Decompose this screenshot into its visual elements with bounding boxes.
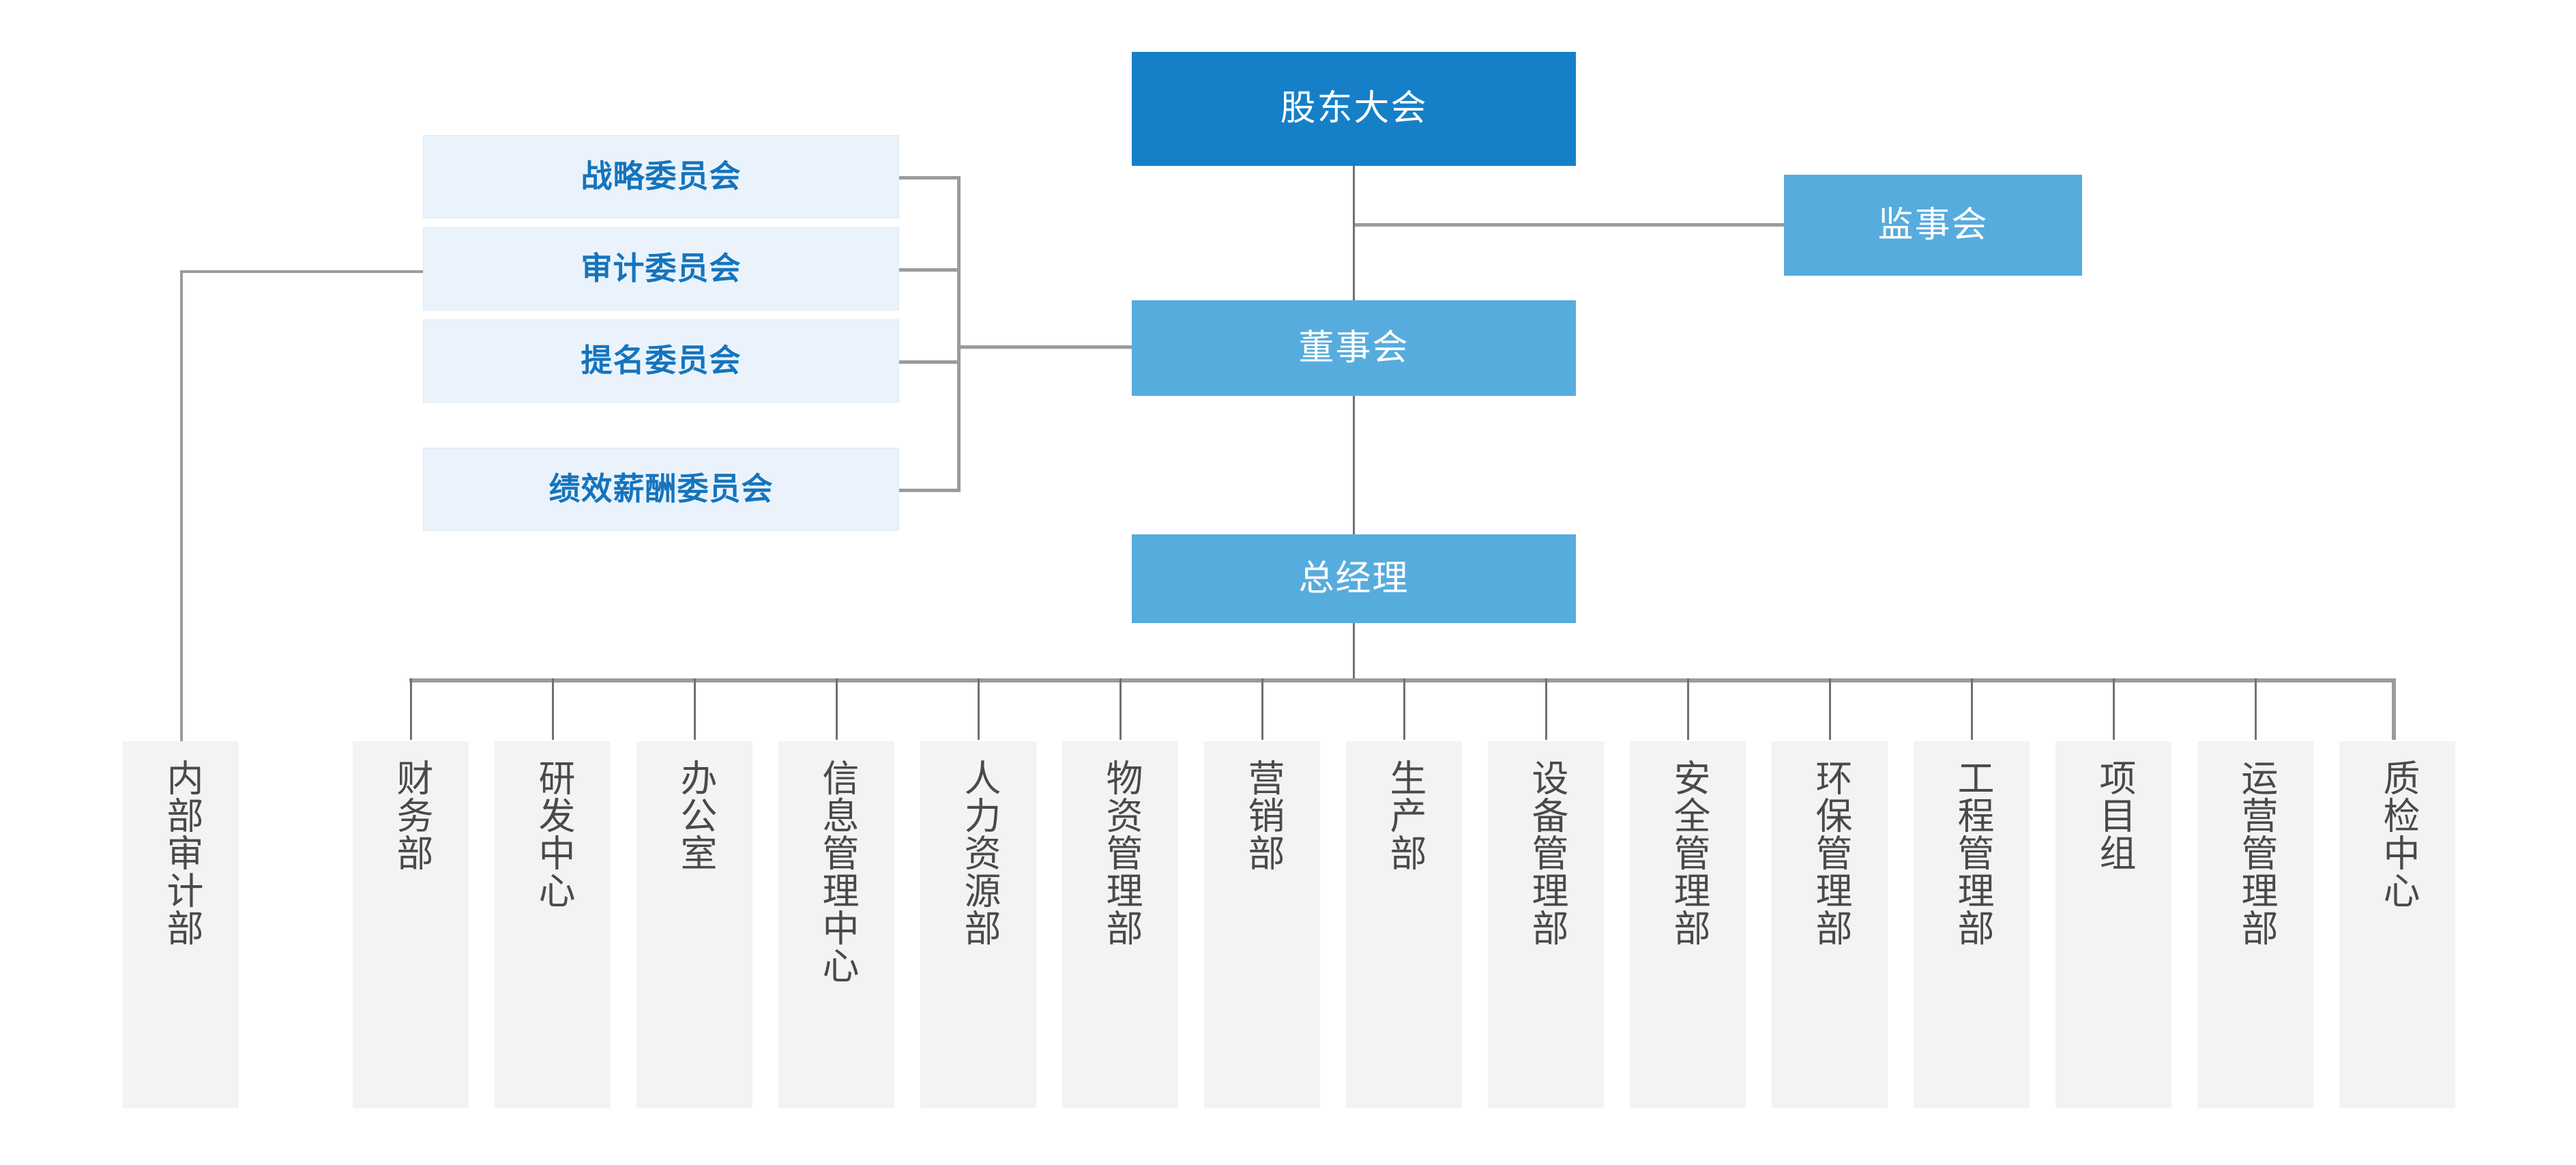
- node-general-manager[interactable]: 总经理: [1132, 534, 1576, 623]
- connector-dept-drop-15: [2392, 678, 2396, 740]
- node-department-15[interactable]: 质检中心: [2339, 741, 2455, 1108]
- connector-committee-stub-3: [899, 360, 961, 364]
- node-label: 项目组: [2093, 759, 2135, 872]
- node-department-2[interactable]: 研发中心: [495, 741, 611, 1108]
- connector-dept-drop-11: [1829, 678, 1831, 740]
- node-department-12[interactable]: 工程管理部: [1914, 741, 2030, 1108]
- node-shareholders-meeting[interactable]: 股东大会: [1132, 52, 1576, 166]
- connector-dept-drop-3: [694, 678, 696, 740]
- node-committee-compensation[interactable]: 绩效薪酬委员会: [423, 448, 899, 531]
- node-department-7[interactable]: 营销部: [1204, 741, 1320, 1108]
- node-label: 财务部: [390, 759, 432, 872]
- connector-department-bus: [409, 678, 2396, 682]
- node-label: 内部审计部: [160, 759, 202, 947]
- node-department-10[interactable]: 安全管理部: [1630, 741, 1746, 1108]
- node-department-11[interactable]: 环保管理部: [1772, 741, 1888, 1108]
- connector-dept-drop-7: [1261, 678, 1263, 740]
- node-label: 设备管理部: [1525, 759, 1567, 947]
- node-department-internal-audit[interactable]: 内部审计部: [123, 741, 239, 1108]
- node-committee-audit[interactable]: 审计委员会: [423, 227, 899, 311]
- node-department-8[interactable]: 生产部: [1346, 741, 1462, 1108]
- node-label: 运营管理部: [2235, 759, 2277, 947]
- connector-dept-drop-10: [1687, 678, 1689, 740]
- connector-supervisors-horizontal: [1353, 223, 1785, 227]
- node-board-of-supervisors[interactable]: 监事会: [1784, 175, 2082, 276]
- node-department-1[interactable]: 财务部: [353, 741, 469, 1108]
- node-label: 绩效薪酬委员会: [548, 471, 774, 507]
- node-label: 审计委员会: [581, 250, 742, 287]
- connector-dept-drop-5: [978, 678, 980, 740]
- node-label: 董事会: [1298, 328, 1409, 368]
- connector-board-trunk: [1353, 223, 1355, 300]
- node-committee-strategy[interactable]: 战略委员会: [423, 135, 899, 218]
- connector-committee-stub-1: [899, 176, 961, 179]
- node-department-4[interactable]: 信息管理中心: [778, 741, 894, 1108]
- node-department-3[interactable]: 办公室: [636, 741, 752, 1108]
- node-label: 物资管理部: [1100, 759, 1141, 947]
- connector-dept-drop-8: [1403, 678, 1405, 740]
- node-department-9[interactable]: 设备管理部: [1488, 741, 1604, 1108]
- node-label: 营销部: [1242, 759, 1283, 872]
- connector-dept-drop-14: [2255, 678, 2257, 740]
- connector-dept-drop-6: [1119, 678, 1122, 740]
- connector-committee-to-board: [957, 345, 1162, 349]
- connector-committee-stub-4: [899, 489, 961, 492]
- node-label: 提名委员会: [581, 343, 742, 379]
- node-department-5[interactable]: 人力资源部: [920, 741, 1036, 1108]
- node-label: 办公室: [674, 759, 716, 872]
- node-label: 生产部: [1384, 759, 1425, 872]
- node-department-14[interactable]: 运营管理部: [2197, 741, 2313, 1108]
- connector-dept-drop-2: [552, 678, 554, 740]
- connector-dept-drop-13: [2113, 678, 2115, 740]
- connector-audit-to-internal-vertical: [180, 270, 183, 741]
- connector-board-to-gm: [1353, 396, 1355, 534]
- connector-dept-drop-12: [1971, 678, 1973, 740]
- node-label: 安全管理部: [1667, 759, 1709, 947]
- connector-gm-drop: [1353, 623, 1355, 682]
- node-committee-nomination[interactable]: 提名委员会: [423, 319, 899, 403]
- node-department-6[interactable]: 物资管理部: [1062, 741, 1178, 1108]
- node-label: 信息管理中心: [816, 759, 858, 984]
- connector-committee-stub-2: [899, 268, 961, 272]
- node-label: 总经理: [1298, 558, 1409, 599]
- node-label: 股东大会: [1280, 89, 1428, 128]
- node-label: 质检中心: [2377, 759, 2418, 909]
- connector-dept-drop-9: [1545, 678, 1547, 740]
- connector-committee-spine: [957, 176, 961, 491]
- node-label: 工程管理部: [1951, 759, 1993, 947]
- node-label: 环保管理部: [1809, 759, 1851, 947]
- node-department-13[interactable]: 项目组: [2055, 741, 2171, 1108]
- node-label: 战略委员会: [581, 158, 742, 195]
- connector-dept-drop-4: [836, 678, 838, 740]
- connector-dept-drop-1: [410, 678, 412, 740]
- node-label: 监事会: [1877, 205, 1989, 245]
- connector-audit-to-internal-horizontal: [180, 270, 426, 273]
- node-label: 研发中心: [532, 759, 574, 909]
- node-label: 人力资源部: [958, 759, 999, 947]
- node-board-of-directors[interactable]: 董事会: [1132, 300, 1576, 396]
